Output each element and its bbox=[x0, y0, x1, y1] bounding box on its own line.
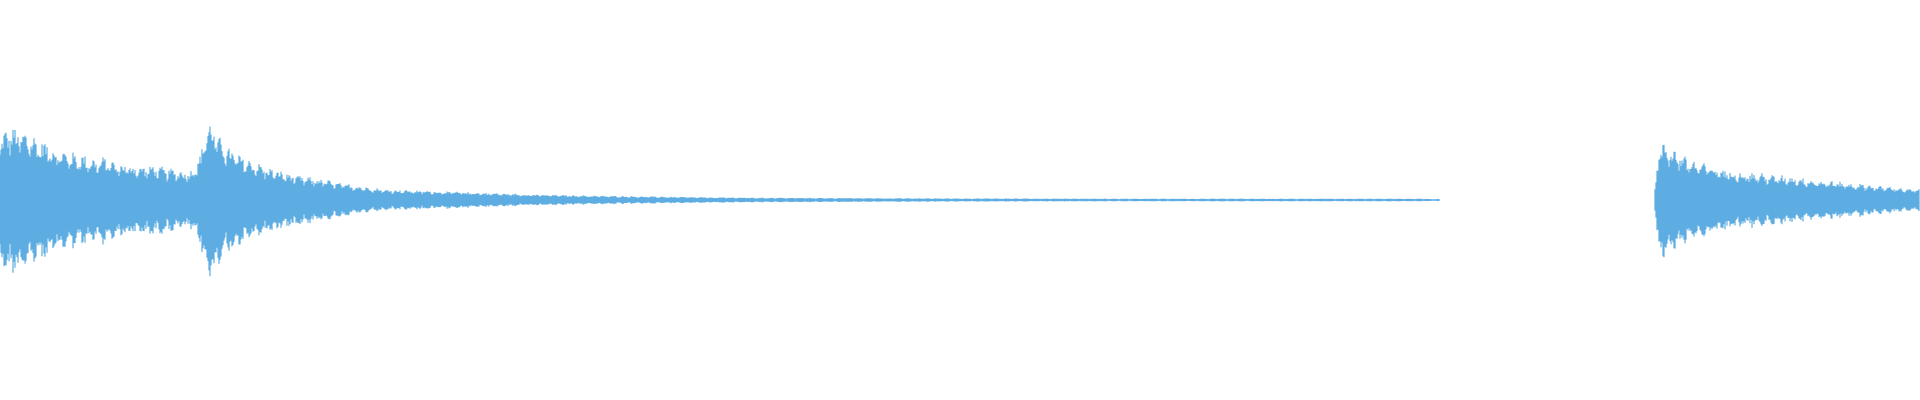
audio-clip-1 bbox=[0, 126, 1440, 277]
audio-clip-2 bbox=[1654, 144, 1920, 258]
waveform-path bbox=[1654, 144, 1920, 258]
waveform-path bbox=[0, 126, 1440, 277]
